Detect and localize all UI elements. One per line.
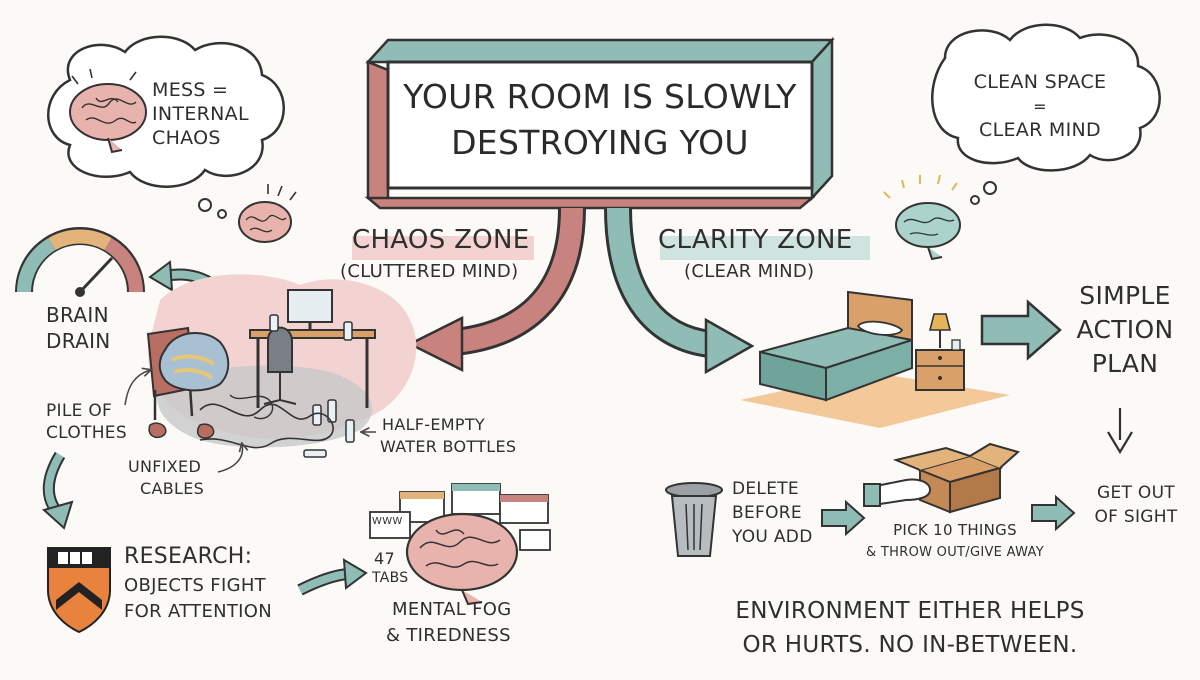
clarity-zone-highlight xyxy=(660,236,870,260)
hand-icon xyxy=(863,478,932,507)
clarity-arrow xyxy=(604,207,755,375)
step-delete-line-2: BEFORE xyxy=(732,503,802,523)
thought-left-line-2: INTERNAL xyxy=(152,103,249,125)
callout-bottles-line-2: WATER BOTTLES xyxy=(380,437,517,456)
thought-left-line-3: CHAOS xyxy=(152,127,221,149)
title-line-2: DESTROYING YOU xyxy=(451,123,749,162)
calm-brain-icon xyxy=(883,174,961,261)
brain-drain-line-2: DRAIN xyxy=(46,329,111,353)
mental-fog-line-1: MENTAL FOG xyxy=(392,599,512,620)
chaos-zone-highlight xyxy=(352,236,534,260)
trash-can-icon xyxy=(665,482,723,557)
chaos-arrow xyxy=(407,207,586,373)
action-plan-line-2: ACTION xyxy=(1076,315,1174,344)
conclusion-line-1: ENVIRONMENT EITHER HELPS xyxy=(735,598,1085,624)
chaos-zone-heading: CHAOS ZONE xyxy=(352,225,530,255)
mental-fog-line-2: & TIREDNESS xyxy=(386,625,511,646)
thought-right-line-2: = xyxy=(1033,97,1047,116)
tabs-count: 47 xyxy=(374,549,395,568)
conclusion-line-2: OR HURTS. NO IN-BETWEEN. xyxy=(742,632,1078,658)
tabs-label: TABS xyxy=(372,570,409,586)
callout-bottles-line-1: HALF-EMPTY xyxy=(382,415,485,434)
thought-right-line-3: CLEAR MIND xyxy=(979,119,1101,141)
foggy-brain-icon xyxy=(405,512,519,606)
step-out-line-1: GET OUT xyxy=(1096,483,1175,503)
title-banner xyxy=(364,36,835,210)
title-line-1: YOUR ROOM IS SLOWLY xyxy=(403,77,797,116)
step-out-line-2: OF SIGHT xyxy=(1094,507,1178,527)
tangled-brain-icon xyxy=(69,68,147,154)
tabs-www: WWW xyxy=(372,516,403,527)
step-pick-line-1: PICK 10 THINGS xyxy=(893,521,1017,539)
brain-drain-gauge xyxy=(15,227,145,297)
brain-drain-line-1: BRAIN xyxy=(46,303,109,327)
action-plan-line-1: SIMPLE xyxy=(1079,281,1171,310)
university-shield-icon xyxy=(47,547,111,634)
step-pick-line-2: & THROW OUT/GIVE AWAY xyxy=(866,545,1044,560)
research-line-2: OBJECTS FIGHT xyxy=(124,575,266,596)
thought-left-line-1: MESS = xyxy=(152,79,229,101)
callout-cables-line-1: UNFIXED xyxy=(128,457,202,476)
tidy-bedroom-illustration xyxy=(740,290,1010,428)
research-line-1: RESEARCH: xyxy=(124,544,253,569)
thought-cloud-right xyxy=(931,23,1161,205)
action-plan-line-3: PLAN xyxy=(1091,349,1159,378)
thought-cloud-left xyxy=(47,35,285,219)
chaos-zone-subheading: (CLUTTERED MIND) xyxy=(340,261,519,282)
clarity-zone-heading: CLARITY ZONE xyxy=(658,225,853,255)
callout-pile-line-1: PILE OF xyxy=(46,401,113,421)
step-delete-line-1: DELETE xyxy=(732,479,799,499)
browser-tabs-illustration xyxy=(369,483,551,551)
step-delete-line-3: YOU ADD xyxy=(732,527,813,547)
small-tangled-brain-icon xyxy=(238,184,297,243)
callout-cables-line-2: CABLES xyxy=(140,479,205,498)
cardboard-box-icon xyxy=(892,442,1021,514)
clarity-zone-subheading: (CLEAR MIND) xyxy=(684,261,815,282)
messy-room-illustration xyxy=(146,274,417,458)
callout-pile-line-2: CLOTHES xyxy=(46,423,127,443)
thought-right-line-1: CLEAN SPACE xyxy=(973,71,1107,93)
research-line-3: FOR ATTENTION xyxy=(124,601,273,622)
